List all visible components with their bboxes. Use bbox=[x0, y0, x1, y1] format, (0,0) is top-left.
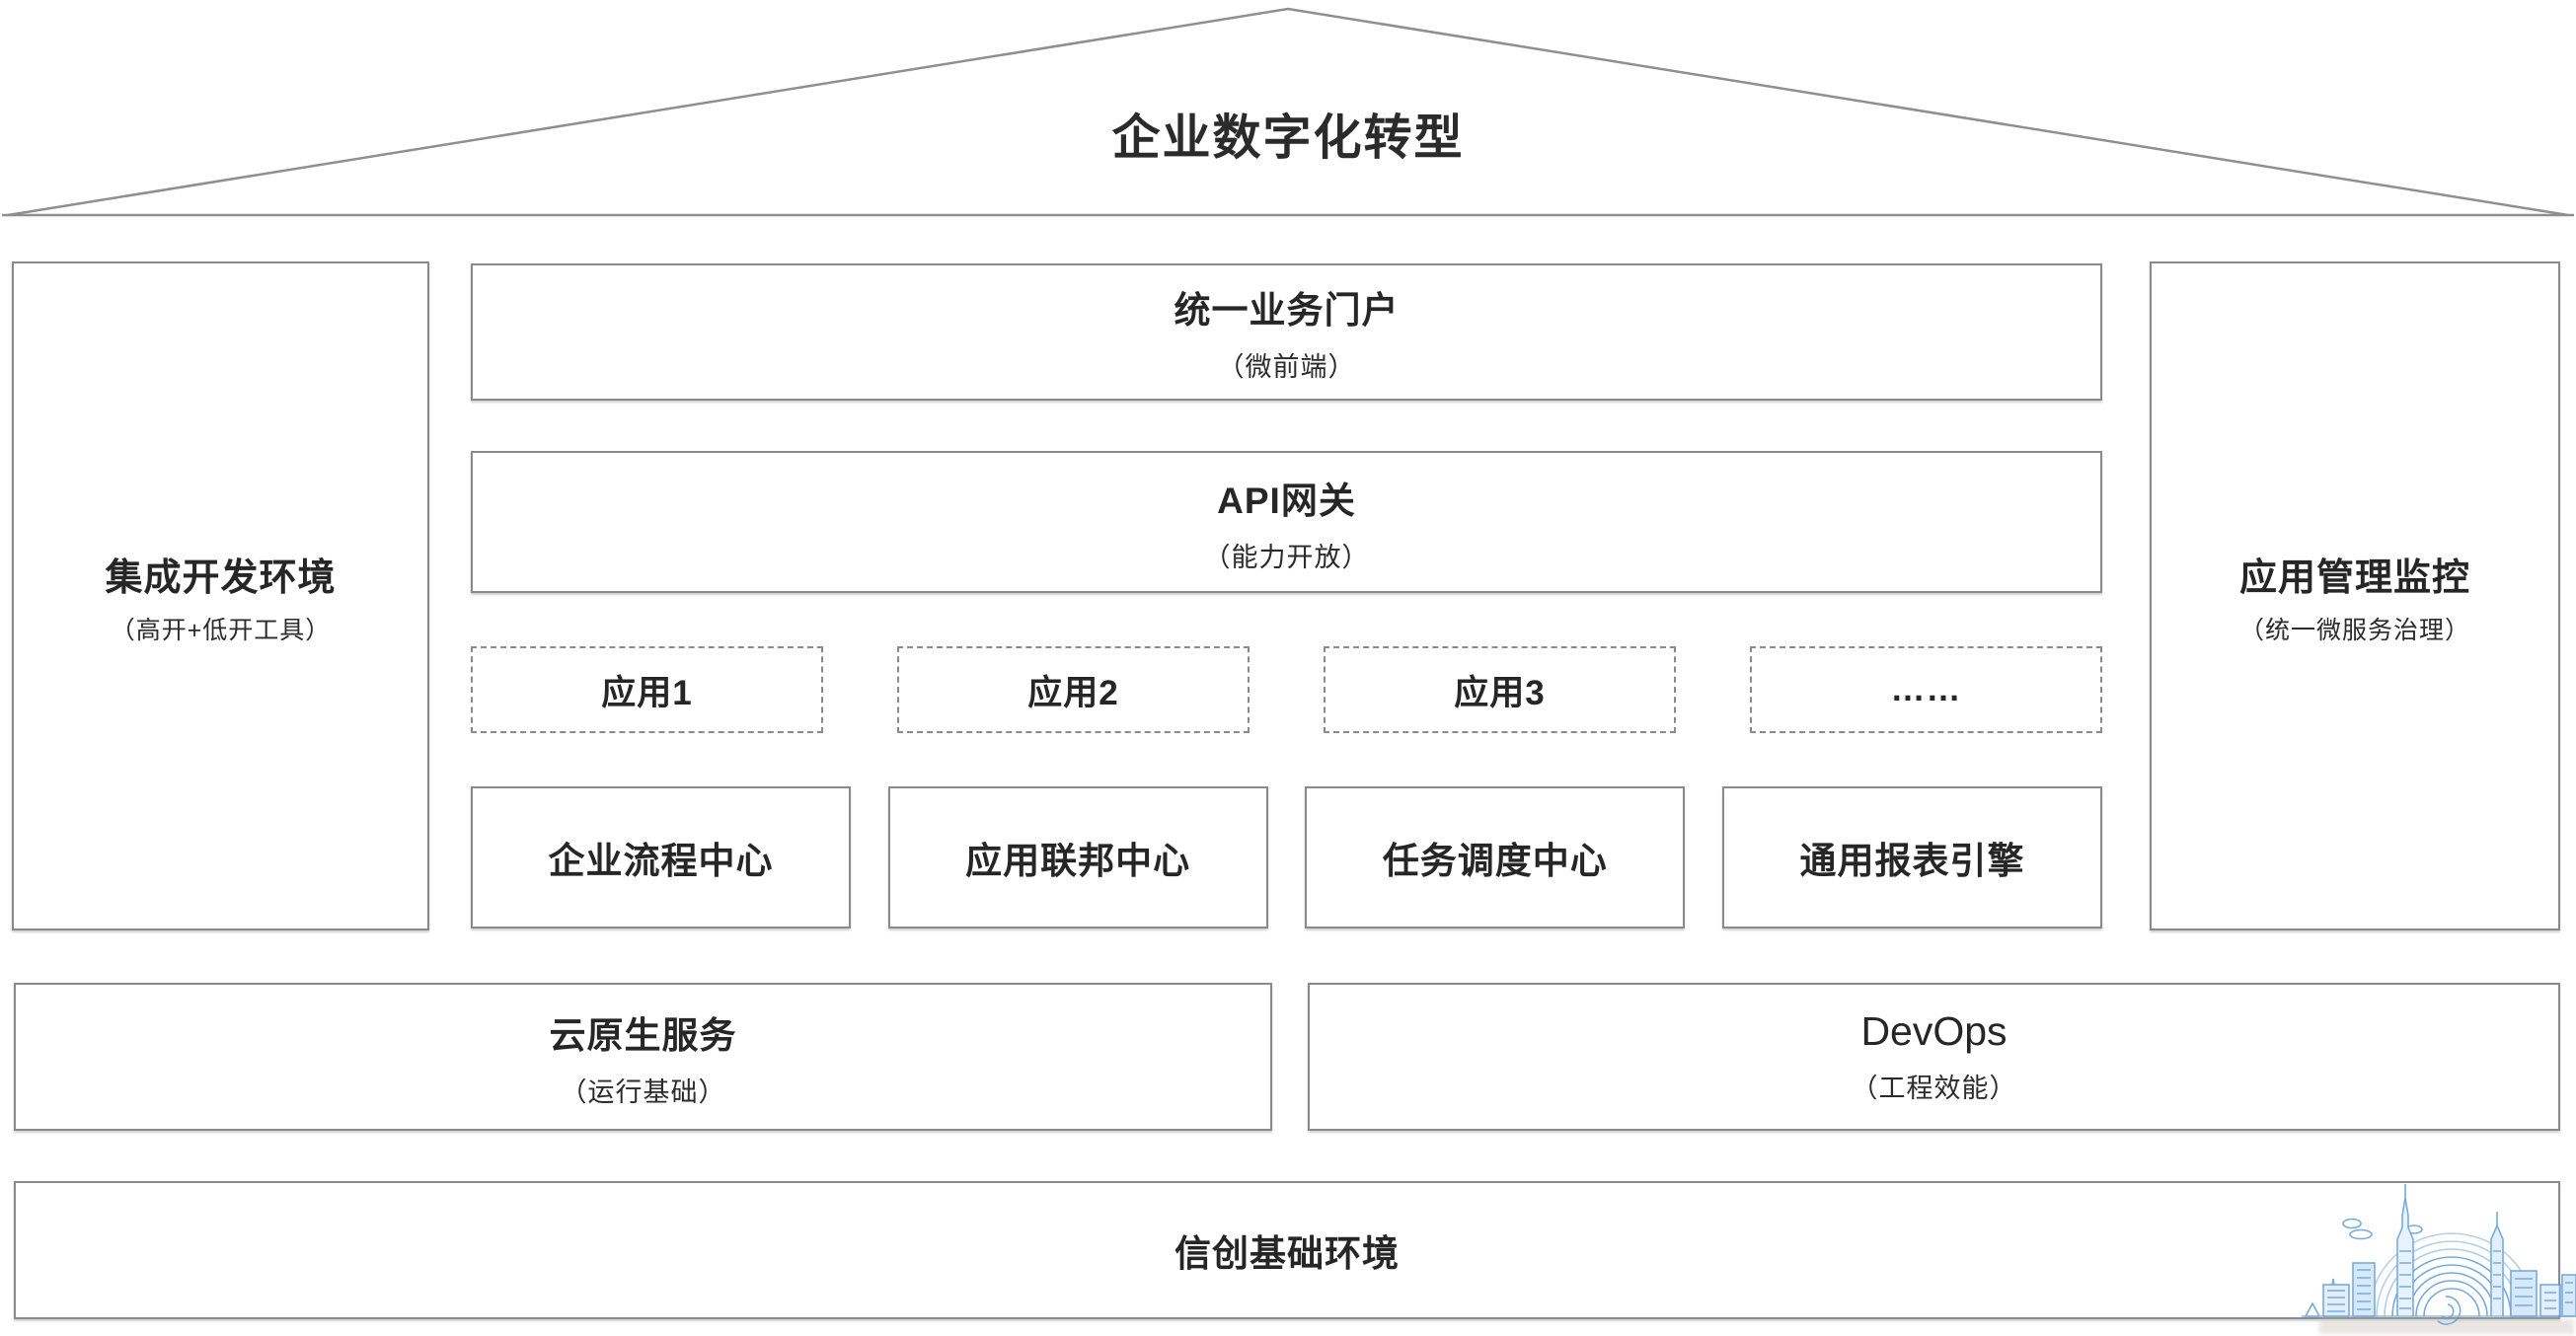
box-devops: DevOps （工程效能） bbox=[1308, 983, 2560, 1131]
box-title: 信创基础环境 bbox=[1174, 1233, 1400, 1274]
app-label: 应用3 bbox=[1454, 673, 1546, 712]
app-box-ellipsis: …… bbox=[1750, 646, 2102, 733]
box-title: DevOps bbox=[1860, 1008, 2008, 1054]
center-label: 通用报表引擎 bbox=[1799, 841, 2025, 881]
box-subtitle: （微前端） bbox=[1217, 352, 1356, 382]
panel-title: 应用管理监控 bbox=[2238, 557, 2470, 599]
center-label: 任务调度中心 bbox=[1382, 841, 1608, 881]
center-box-task-scheduling: 任务调度中心 bbox=[1305, 786, 1686, 928]
box-cloud-native-services: 云原生服务 （运行基础） bbox=[14, 983, 1272, 1131]
box-subtitle: （工程效能） bbox=[1851, 1074, 2017, 1103]
box-title: 统一业务门户 bbox=[1174, 290, 1400, 331]
box-subtitle: （能力开放） bbox=[1203, 542, 1370, 572]
service-centers-row: 企业流程中心 应用联邦中心 任务调度中心 通用报表引擎 bbox=[471, 786, 2102, 928]
center-box-process: 企业流程中心 bbox=[471, 786, 851, 928]
box-xinchuang-base-environment: 信创基础环境 bbox=[14, 1181, 2560, 1319]
roof-triangle-outline bbox=[2, 7, 2574, 217]
app-box-1: 应用1 bbox=[471, 646, 823, 733]
app-label: …… bbox=[1890, 670, 1962, 708]
page-title: 企业数字化转型 bbox=[1111, 111, 1465, 165]
box-title: 云原生服务 bbox=[549, 1014, 737, 1056]
box-subtitle: （运行基础） bbox=[560, 1076, 726, 1107]
panel-subtitle: （高开+低开工具） bbox=[110, 616, 332, 644]
box-unified-business-portal: 统一业务门户 （微前端） bbox=[471, 263, 2102, 401]
center-box-federation: 应用联邦中心 bbox=[887, 786, 1268, 928]
city-skyline-watermark-icon bbox=[2302, 1184, 2576, 1334]
app-label: 应用2 bbox=[1027, 673, 1119, 712]
applications-row: 应用1 应用2 应用3 …… bbox=[471, 646, 2102, 733]
panel-title: 集成开发环境 bbox=[105, 557, 337, 599]
panel-integrated-dev-environment: 集成开发环境 （高开+低开工具） bbox=[12, 261, 429, 930]
panel-app-management-monitoring: 应用管理监控 （统一微服务治理） bbox=[2150, 261, 2560, 930]
center-label: 应用联邦中心 bbox=[965, 841, 1191, 881]
center-box-report-engine: 通用报表引擎 bbox=[1721, 786, 2102, 928]
app-box-2: 应用2 bbox=[897, 646, 1250, 733]
panel-subtitle: （统一微服务治理） bbox=[2238, 616, 2470, 644]
app-box-3: 应用3 bbox=[1324, 646, 1676, 733]
box-title: API网关 bbox=[1217, 480, 1356, 521]
box-api-gateway: API网关 （能力开放） bbox=[471, 451, 2102, 593]
center-label: 企业流程中心 bbox=[548, 841, 774, 881]
app-label: 应用1 bbox=[601, 673, 693, 712]
